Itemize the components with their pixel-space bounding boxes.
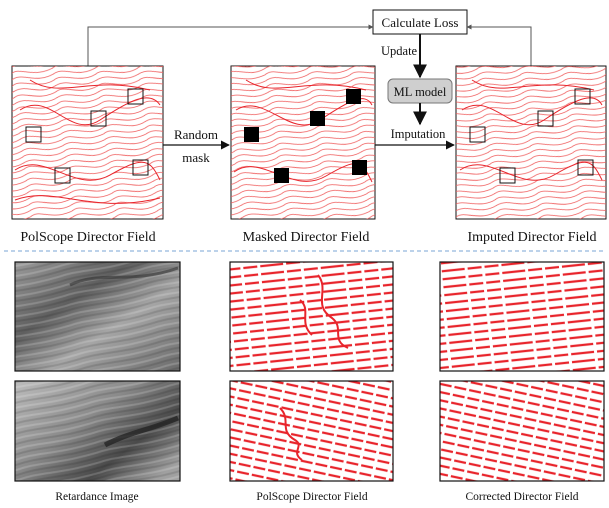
mask-patch — [244, 127, 259, 142]
polscope-field-square — [11, 65, 164, 220]
mask-patch — [346, 89, 361, 104]
imputed-field-label: Imputed Director Field — [467, 230, 596, 245]
retardance-image-1 — [14, 261, 181, 372]
mask-patch — [274, 168, 289, 183]
corrected-field-2 — [439, 380, 605, 482]
calculate-loss-box: Calculate Loss — [372, 9, 468, 35]
masked-field-label: Masked Director Field — [243, 230, 370, 245]
calculate-loss-label: Calculate Loss — [382, 15, 459, 30]
corrected-field-1 — [439, 261, 605, 372]
mask-label: mask — [182, 150, 210, 165]
polscope-field-bottom-2 — [229, 380, 394, 482]
retardance-label: Retardance Image — [55, 491, 138, 503]
ml-model-label: ML model — [394, 85, 447, 99]
mask-patch — [310, 111, 325, 126]
masked-field-square — [230, 65, 376, 220]
polscope-field-label: PolScope Director Field — [20, 230, 155, 245]
loss-feedback-lines — [87, 24, 532, 66]
ml-model-box: ML model — [387, 78, 453, 104]
polscope-field-bottom-1 — [229, 261, 394, 372]
corrected-label: Corrected Director Field — [465, 491, 578, 503]
imputed-field-square — [455, 65, 607, 220]
imputation-label: Imputation — [391, 127, 447, 141]
polscope-bottom-label: PolScope Director Field — [256, 491, 367, 503]
random-label: Random — [174, 127, 218, 142]
mask-patch — [352, 160, 367, 175]
update-label: Update — [381, 44, 418, 58]
retardance-image-2 — [14, 380, 181, 482]
